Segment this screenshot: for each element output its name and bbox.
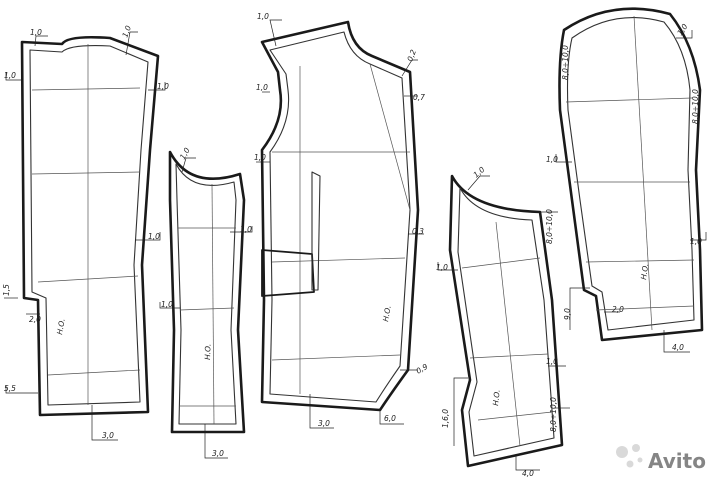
under-label-grain: Н.О.	[491, 389, 502, 406]
back-label-neck: 1,0	[256, 83, 268, 92]
avito-logo-icon	[616, 444, 643, 468]
under-label-left: 1,0	[436, 263, 448, 272]
top-sleeve: 1,0 8,0÷10,0 8,0÷10,0 1,0 1,0 Н.О. 9,0 2…	[546, 7, 707, 353]
under-sleeve: 1,0 8,0÷10,0 1,0 1,0 Н.О. 1,6,0 8,0÷10,0…	[436, 165, 570, 478]
front-label-left: 1,0	[4, 71, 16, 80]
front-label-hem-left: 5,5	[4, 384, 16, 393]
back-label-hem-corner: 6,0	[384, 414, 396, 423]
back-label-shoulder-b: 0,7	[413, 93, 425, 102]
under-label-hem: 4,0	[522, 469, 534, 478]
under-label-range-top: 8,0÷10,0	[545, 209, 554, 244]
under-label-cuff-left: 1,6,0	[441, 409, 450, 428]
side-label-grain: Н.О.	[203, 343, 213, 360]
side-label-right: 1,0	[240, 225, 252, 234]
back-label-grain: Н.О.	[381, 305, 393, 323]
back-label-top: 1,0	[257, 12, 269, 21]
back-panel: 1,0 1,0 0,2 0,7 1,0 0,3 Н.О. 0,9 6,0 3,0	[254, 12, 430, 429]
front-label-hem: 3,0	[102, 431, 114, 440]
back-label-hem: 3,0	[318, 419, 330, 428]
side-label-top: 1,0	[178, 146, 192, 161]
top-label-right: 1,0	[690, 237, 702, 246]
top-label-vent-height: 9,0	[563, 308, 572, 320]
top-label-vent: 2,0	[612, 305, 624, 314]
under-label-top: 1,0	[472, 165, 487, 180]
back-label-shoulder-a: 0,2	[405, 48, 418, 63]
top-label-range-left: 8,0÷10,0	[561, 45, 570, 80]
top-label-left: 1,0	[546, 155, 558, 164]
under-label-range-bottom: 8,0÷10,0	[549, 397, 558, 432]
front-label-top: 1,0	[30, 28, 42, 37]
watermark-text: Avito	[648, 449, 706, 473]
top-label-hem: 4,0	[672, 343, 684, 352]
top-label-range-right: 8,0÷10,0	[691, 89, 700, 124]
avito-watermark: Avito	[616, 444, 706, 473]
front-panel: 1,0 1,0 1,0 1,0 1,0 1,5 2,0 Н.О. 5,5 3,0	[2, 24, 169, 441]
back-label-armhole: 1,0	[254, 153, 266, 162]
front-label-shoulder: 1,0	[120, 24, 133, 39]
front-label-side: 1,0	[148, 232, 160, 241]
under-label-right: 1,0	[546, 357, 558, 366]
side-label-hem: 3,0	[212, 449, 224, 458]
top-label-grain: Н.О.	[639, 263, 650, 280]
front-label-dart-a: 1,5	[2, 284, 11, 296]
side-label-left: 1,0	[161, 300, 173, 309]
front-label-grain: Н.О.	[55, 318, 67, 336]
front-label-dart-b: 2,0	[29, 315, 41, 324]
front-label-armhole: 1,0	[157, 82, 169, 91]
side-panel: 1,0 1,0 1,0 Н.О. 3,0	[159, 146, 253, 459]
back-label-vent: 0,9	[415, 362, 430, 376]
back-label-side: 0,3	[412, 227, 424, 236]
